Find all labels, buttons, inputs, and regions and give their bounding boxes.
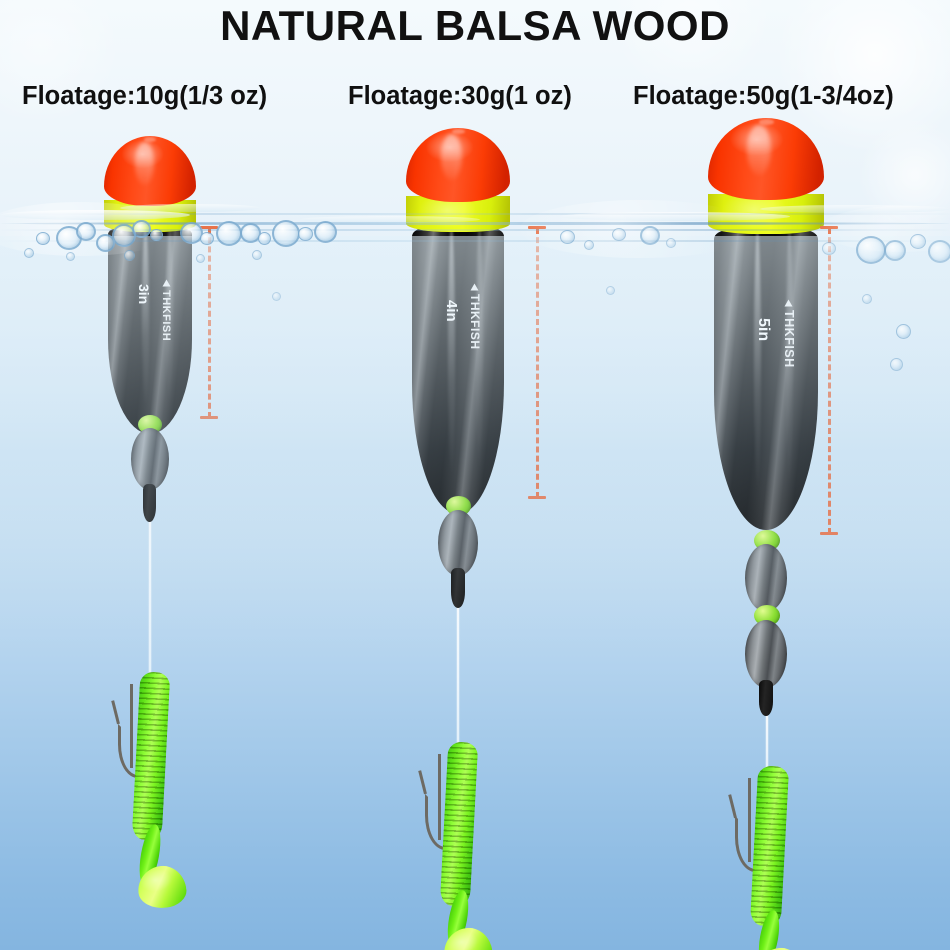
underwater-bubble <box>890 358 903 371</box>
depth-measure-cap-top <box>820 226 838 229</box>
depth-measure-cap-bottom <box>820 532 838 535</box>
size-label-medium: 4in <box>443 300 460 322</box>
triangle-logo-icon <box>470 283 479 291</box>
underwater-bubble <box>272 292 281 301</box>
lure-body <box>749 765 790 927</box>
curly-tail-grub-lure <box>110 668 220 918</box>
floatage-caption-small: Floatage:10g(1/3 oz) <box>22 82 268 110</box>
page-title: NATURAL BALSA WOOD <box>220 2 730 49</box>
float-dome-large <box>708 118 824 200</box>
float-band-medium <box>406 196 510 232</box>
sinker-stem <box>759 680 773 716</box>
float-band-large <box>708 194 824 234</box>
underwater-bubble <box>862 294 872 304</box>
floatage-caption-large: Floatage:50g(1-3/4oz) <box>633 82 894 110</box>
sinker-stem <box>143 484 156 522</box>
brand-label-medium: THKFISH <box>468 283 482 350</box>
size-label-small: 3in <box>136 284 152 305</box>
underwater-bubble <box>896 324 911 339</box>
rig-small: THKFISH 3in <box>0 0 320 950</box>
sinker-weight <box>438 510 478 576</box>
depth-measure-cap-top <box>528 226 546 229</box>
depth-measure-cap-top <box>200 226 218 229</box>
sinker-weight <box>131 428 169 490</box>
lure-body <box>131 671 171 841</box>
depth-measure-line-small <box>208 228 211 418</box>
float-body-small <box>108 228 192 434</box>
triangle-logo-icon <box>784 299 793 307</box>
depth-measure-cap-bottom <box>528 496 546 499</box>
float-body-large <box>714 230 818 530</box>
curly-tail-grub-lure <box>728 762 838 950</box>
float-dome-medium <box>406 128 510 202</box>
brand-label-small: THKFISH <box>160 279 172 341</box>
float-dome-small <box>104 136 196 206</box>
sinker-stem <box>451 568 465 608</box>
sinker-weight <box>745 544 787 612</box>
underwater-bubble <box>606 286 615 295</box>
triangle-logo-icon <box>162 279 171 287</box>
depth-measure-line-large <box>828 228 831 534</box>
curly-tail-grub-lure <box>418 738 528 950</box>
lure-body <box>439 741 479 907</box>
float-body-medium <box>412 228 504 514</box>
floatage-caption-medium: Floatage:30g(1 oz) <box>348 82 572 110</box>
sinker-weight <box>745 620 787 688</box>
brand-label-large: THKFISH <box>782 299 796 368</box>
depth-measure-line-medium <box>536 228 539 498</box>
rig-medium: THKFISH 4in <box>320 0 640 950</box>
depth-measure-cap-bottom <box>200 416 218 419</box>
size-label-large: 5in <box>755 318 772 342</box>
rig-large: THKFISH 5in <box>630 0 950 950</box>
